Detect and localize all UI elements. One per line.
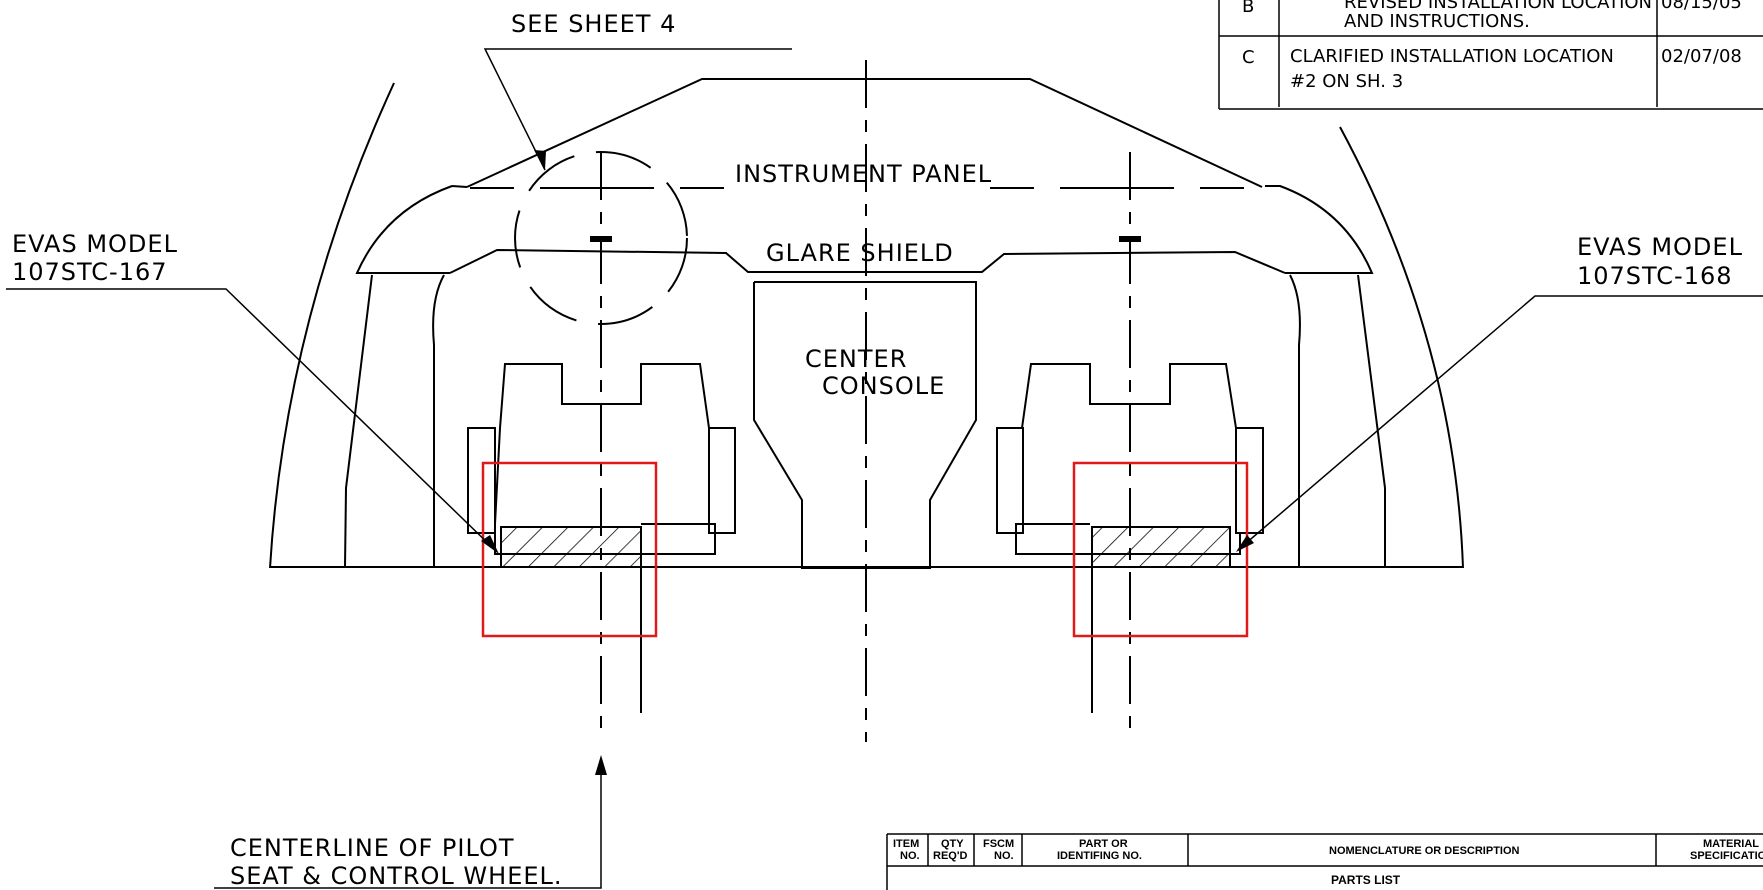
rev-c-code: C (1242, 47, 1255, 68)
see-sheet-leader (483, 48, 792, 171)
left-panel-bulge (355, 185, 468, 274)
left-evas-unit (500, 526, 642, 568)
instrument-panel-label: INSTRUMENT PANEL (735, 160, 992, 188)
ph-part-1: PART OR (1079, 838, 1128, 850)
left-seat-side-right (708, 427, 736, 534)
right-canopy-arc (1339, 126, 1464, 569)
ph-qty-2: REQ'D (933, 850, 967, 862)
ph-specification: SPECIFICATION (1690, 850, 1763, 862)
center-console-label-2: CONSOLE (822, 372, 945, 400)
right-model-arrow (1236, 535, 1254, 552)
centerline-arrow (595, 755, 607, 775)
right-model-label-2: 107STC-168 (1577, 262, 1733, 290)
revision-table: B REVISED INSTALLATION LOCATION AND INST… (1218, 0, 1763, 110)
rev-b-desc-1: REVISED INSTALLATION LOCATION (1344, 0, 1652, 13)
left-canopy-arc (269, 82, 395, 569)
left-model-label-1: EVAS MODEL (12, 230, 178, 258)
left-inner-wall (432, 274, 445, 567)
rev-b-desc-2: AND INSTRUCTIONS. (1344, 11, 1530, 32)
rev-c-desc-1: CLARIFIED INSTALLATION LOCATION (1290, 46, 1614, 67)
left-model-label-2: 107STC-167 (12, 258, 168, 286)
right-evas-unit (1091, 526, 1231, 568)
ph-part-2: IDENTIFING NO. (1057, 850, 1142, 862)
see-sheet-label: SEE SHEET 4 (511, 10, 676, 38)
parts-list-table: ITEM NO. QTY REQ'D FSCM NO. PART OR IDEN… (886, 833, 1763, 890)
left-seat-side-left (467, 427, 496, 534)
left-model-arrow (481, 535, 499, 554)
ph-nomenclature: NOMENCLATURE OR DESCRIPTION (1329, 845, 1520, 857)
ph-item-1: ITEM (893, 838, 919, 850)
centerline-label-1: CENTERLINE OF PILOT (230, 834, 515, 862)
ph-material: MATERIAL (1703, 838, 1759, 850)
ph-fscm-2: NO. (994, 850, 1014, 862)
left-highlight-box (481, 461, 658, 638)
ph-fscm-1: FSCM (983, 838, 1014, 850)
rev-b-code: B (1242, 0, 1254, 17)
right-seat-back (1021, 363, 1237, 429)
right-seat-side-left (996, 427, 1024, 534)
right-panel-bulge (1265, 185, 1374, 274)
center-console-outline (753, 281, 977, 569)
rev-b-date: 08/15/05 (1661, 0, 1742, 13)
right-highlight-box (1072, 461, 1249, 638)
left-model-leader (6, 288, 498, 553)
glare-shield-label: GLARE SHIELD (766, 239, 954, 267)
right-seat-side-right (1235, 427, 1264, 534)
rev-c-desc-2: #2 ON SH. 3 (1290, 71, 1403, 92)
right-wall (1357, 274, 1386, 567)
left-seat-inner-line (494, 427, 501, 525)
centerline-label-2: SEAT & CONTROL WHEEL. (230, 862, 563, 890)
centerline-leader (214, 775, 602, 889)
left-seat-back (499, 363, 710, 429)
parts-list-title: PARTS LIST (1331, 873, 1401, 887)
right-model-leader (1237, 295, 1763, 551)
rev-c-date: 02/07/08 (1661, 46, 1742, 67)
left-wall (344, 274, 373, 568)
right-model-label-1: EVAS MODEL (1577, 233, 1743, 261)
pilot-tick (590, 236, 612, 242)
center-console-label-1: CENTER (805, 345, 907, 373)
ph-item-2: NO. (900, 850, 920, 862)
ph-qty-1: QTY (941, 838, 964, 850)
right-inner-wall (1289, 274, 1301, 567)
see-sheet-arrow (534, 150, 546, 170)
copilot-tick (1119, 236, 1141, 242)
